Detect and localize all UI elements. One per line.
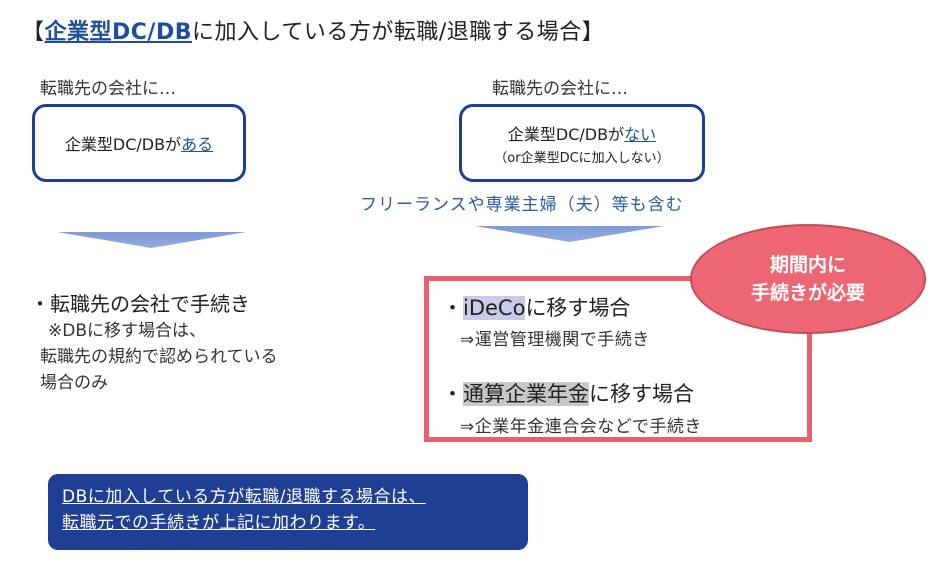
left-condition-box: 企業型DC/DBがある xyxy=(32,104,246,182)
title-rest: に加入している方が転職/退職する場合 xyxy=(192,20,582,45)
option-tsusan-rest: に移す場合 xyxy=(589,382,694,406)
left-box-emphasis: ある xyxy=(181,135,214,154)
option-ideco-highlight: iDeCo xyxy=(463,296,526,320)
bottom-note-box: DBに加入している方が転職/退職する場合は、 転職元での手続きが上記に加わります… xyxy=(48,474,528,550)
page-title: 【企業型DC/DBに加入している方が転職/退職する場合】 xyxy=(22,14,604,46)
title-highlight: 企業型DC/DB xyxy=(44,20,192,45)
left-note-line: 場合のみ xyxy=(40,373,108,393)
title-bracket-open: 【 xyxy=(22,20,45,45)
left-box-text: 企業型DC/DBがある xyxy=(65,131,213,155)
left-note-line: 転職先の規約で認められている xyxy=(40,347,278,367)
freelance-note: フリーランスや専業主婦（夫）等も含む xyxy=(360,195,684,215)
option-bullet: ・ xyxy=(442,296,463,320)
bottom-note-line: 転職元での手続きが上記に加わります。 xyxy=(62,513,376,533)
left-down-arrow-icon xyxy=(57,232,246,248)
option-ideco-rest: に移す場合 xyxy=(525,296,631,320)
right-caption: 転職先の会社に… xyxy=(492,79,628,99)
title-bracket-close: 】 xyxy=(581,20,605,45)
option-tsusan-title: ・通算企業年金に移す場合 xyxy=(442,378,694,408)
option-bullet: ・ xyxy=(442,382,463,406)
deadline-callout: 期間内に 手続きが必要 xyxy=(690,224,926,334)
right-condition-box: 企業型DC/DBがない （or企業型DCに加入しない） xyxy=(459,104,705,182)
option-ideco-sub: ⇒運営管理機関で手続き xyxy=(460,330,650,350)
callout-line: 手続きが必要 xyxy=(750,282,865,304)
right-box-prefix: 企業型DC/DBが xyxy=(507,124,625,144)
right-box-emphasis: ない xyxy=(624,124,657,144)
bottom-note-line: DBに加入している方が転職/退職する場合は、 xyxy=(62,487,426,507)
left-caption: 転職先の会社に… xyxy=(40,79,176,99)
option-tsusan-sub: ⇒企業年金連合会などで手続き xyxy=(460,417,702,437)
right-down-arrow-icon xyxy=(475,226,664,242)
option-ideco-title: ・iDeCoに移す場合 xyxy=(442,292,630,322)
callout-line: 期間内に xyxy=(769,254,846,276)
right-box-subtext: （or企業型DCに加入しない） xyxy=(494,150,670,166)
option-tsusan-highlight: 通算企業年金 xyxy=(463,382,589,406)
left-box-prefix: 企業型DC/DBが xyxy=(64,135,182,154)
left-note-line: ※DBに移す場合は、 xyxy=(48,321,206,341)
left-procedure-title: ・転職先の会社で手続き xyxy=(30,292,250,316)
right-box-text: 企業型DC/DBがない xyxy=(508,121,656,145)
